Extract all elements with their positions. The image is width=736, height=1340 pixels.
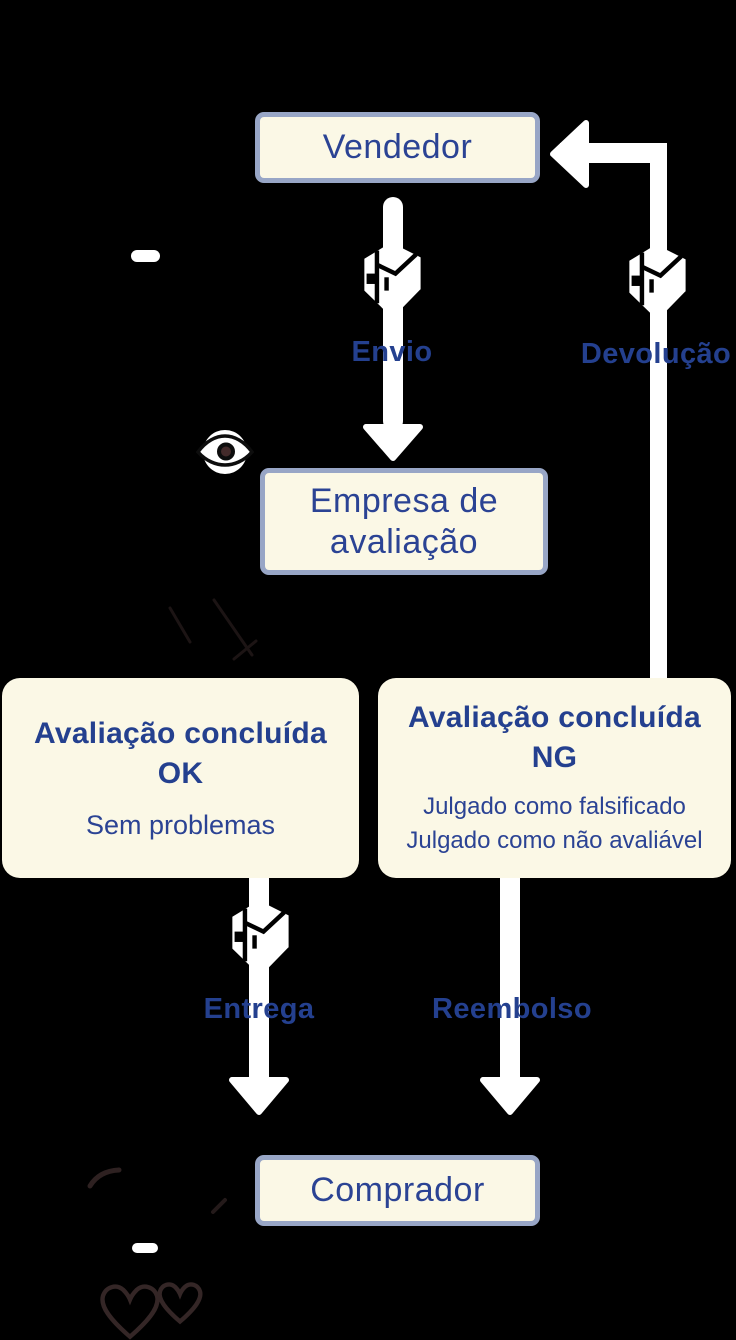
ng-note-line1: Julgado como falsificado — [423, 793, 686, 820]
comprador-node: Comprador — [255, 1155, 540, 1226]
devolucao-label: Devolução — [580, 338, 732, 370]
empresa-label-line2: avaliação — [329, 522, 479, 561]
envio-label: Envio — [351, 336, 433, 368]
comprador-label: Comprador — [310, 1171, 485, 1209]
avaliacao-ok-node: Avaliação concluída OK Sem problemas — [2, 678, 359, 878]
closed-eye-dash — [132, 1243, 158, 1253]
vendedor-label: Vendedor — [322, 128, 473, 166]
package-icon — [364, 242, 421, 318]
empresa-label-line1: Empresa de — [309, 481, 499, 520]
envio-arrow — [363, 197, 423, 461]
heart-icon — [100, 1282, 203, 1340]
package-icon — [629, 244, 686, 320]
ng-title-line2: NG — [531, 741, 578, 774]
reembolso-label: Reembolso — [432, 993, 592, 1025]
devolucao-arrow — [550, 120, 667, 679]
empresa-avaliacao-node: Empresa de avaliação — [260, 468, 548, 575]
ng-title-line1: Avaliação concluída — [407, 701, 701, 734]
sketch-strokes — [87, 598, 258, 1214]
ng-note-line2: Julgado como não avaliável — [406, 827, 703, 854]
entrega-label: Entrega — [203, 993, 315, 1025]
eye-icon — [196, 430, 254, 474]
ok-note: Sem problemas — [85, 809, 276, 840]
avaliacao-ng-node: Avaliação concluída NG Julgado como fals… — [378, 678, 731, 878]
reembolso-arrow — [480, 876, 540, 1115]
package-icon — [232, 900, 289, 976]
ok-title-line1: Avaliação concluída — [33, 716, 328, 750]
closed-eye-dash — [131, 250, 160, 262]
ok-title-line2: OK — [157, 756, 204, 790]
vendedor-node: Vendedor — [255, 112, 540, 183]
